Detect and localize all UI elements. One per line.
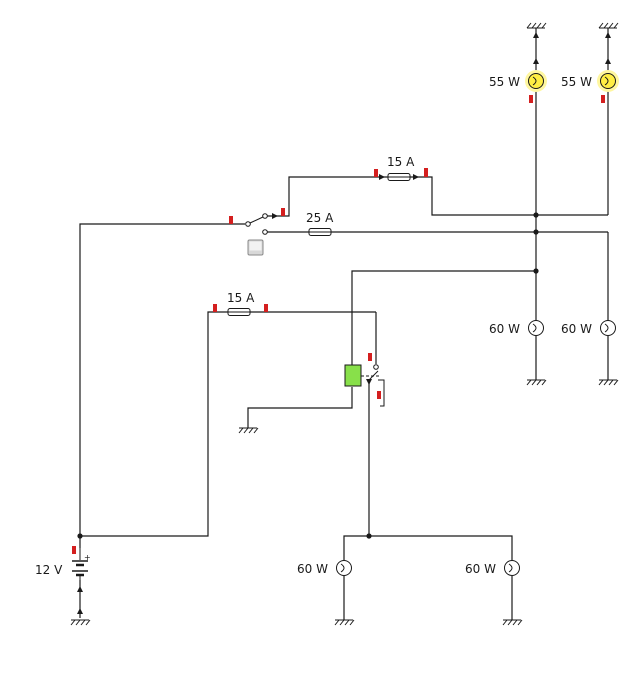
ground-symbol-icon <box>526 379 547 386</box>
lamp-headlight-2-label: 55 W <box>561 75 592 89</box>
junction-dot <box>533 229 539 235</box>
lamp-right-2-label: 60 W <box>561 322 592 336</box>
wire-coil-to-ground <box>247 387 353 428</box>
probe-tag[interactable] <box>213 304 217 312</box>
fuse-left-label: 15 A <box>227 291 255 305</box>
probe-tag[interactable] <box>368 353 372 361</box>
wire-battery-to-left-fuse <box>80 311 228 537</box>
relay-contact <box>373 364 379 370</box>
relay-contact-bracket <box>378 379 385 407</box>
probe-tag[interactable] <box>281 208 285 216</box>
lamp-bottom-1-label: 60 W <box>297 562 328 576</box>
switch-lever-icon <box>249 216 264 224</box>
battery[interactable]: + <box>72 548 91 582</box>
ground-symbol-icon <box>502 619 523 626</box>
battery-plus-sign: + <box>84 553 91 562</box>
ground-symbol-icon <box>526 22 547 29</box>
arrow-up-icon <box>533 58 539 64</box>
push-button-highlight <box>249 241 262 251</box>
lamp-filament-icon <box>532 76 537 86</box>
probe-tag[interactable] <box>377 391 381 399</box>
ground-symbol-icon <box>238 427 259 434</box>
lamp-filament-icon <box>508 563 513 573</box>
wire-bottom-bus <box>343 535 513 561</box>
arrow-up-icon <box>533 32 539 38</box>
probe-tag[interactable] <box>374 169 378 177</box>
lamp-bottom-2[interactable] <box>504 560 520 576</box>
junction-dot <box>366 533 372 539</box>
switch-pivot <box>245 221 251 227</box>
probe-tag[interactable] <box>229 216 233 224</box>
junction-dot <box>77 533 83 539</box>
lamp-filament-icon <box>604 323 609 333</box>
fuse-left[interactable] <box>227 308 251 316</box>
wire-top-fuse-to-headlights <box>410 176 608 216</box>
lamp-filament-icon <box>340 563 345 573</box>
fuse-top-label: 15 A <box>387 155 415 169</box>
junction-dot <box>533 212 539 218</box>
wire-coil-feed <box>351 270 536 365</box>
relay[interactable] <box>344 364 385 407</box>
lamp-filament-icon <box>604 76 609 86</box>
current-arrows <box>77 32 611 614</box>
ground-symbol-icon <box>598 379 619 386</box>
arrow-up-icon <box>77 586 83 592</box>
arrow-right-icon <box>379 174 385 180</box>
lamp-bottom-1[interactable] <box>336 560 352 576</box>
lamp-headlight-2[interactable] <box>597 70 619 92</box>
lamp-bottom-2-label: 60 W <box>465 562 496 576</box>
fuse-mid-label: 25 A <box>306 211 334 225</box>
ground-symbol-icon <box>334 619 355 626</box>
probe-tag[interactable] <box>72 546 76 554</box>
relay-contact-lever-icon <box>368 370 379 381</box>
switch-contact-top <box>262 213 268 219</box>
battery-label: 12 V <box>35 563 63 577</box>
probe-tags <box>72 95 605 554</box>
probe-tag[interactable] <box>601 95 605 103</box>
lamp-headlight-1-label: 55 W <box>489 75 520 89</box>
junction-dot <box>533 268 539 274</box>
wires <box>79 28 609 620</box>
junctions <box>77 212 539 539</box>
fuse-top[interactable] <box>387 173 411 181</box>
lamp-right-1[interactable] <box>528 320 544 336</box>
lamp-headlight-1[interactable] <box>525 70 547 92</box>
changeover-switch[interactable] <box>245 213 268 235</box>
arrow-down-icon <box>366 379 372 385</box>
lamp-right-2[interactable] <box>600 320 616 336</box>
probe-tag[interactable] <box>264 304 268 312</box>
arrow-right-icon <box>272 213 278 219</box>
labels: 55 W 55 W 15 A 25 A 15 A 60 W 60 W 60 W … <box>35 75 592 577</box>
arrow-up-icon <box>605 58 611 64</box>
probe-tag[interactable] <box>424 168 428 177</box>
lamp-right-1-label: 60 W <box>489 322 520 336</box>
push-button[interactable] <box>247 239 264 256</box>
arrow-up-icon <box>77 608 83 614</box>
relay-coil-icon <box>344 364 362 387</box>
fuse-mid[interactable] <box>308 228 332 236</box>
ground-symbol-icon <box>598 22 619 29</box>
probe-tag[interactable] <box>529 95 533 103</box>
ground-symbol-icon <box>70 619 91 626</box>
switch-contact-bottom <box>262 229 268 235</box>
arrow-up-icon <box>605 32 611 38</box>
lamp-filament-icon <box>532 323 537 333</box>
arrow-right-icon <box>413 174 419 180</box>
wire-battery-to-switch <box>79 223 245 548</box>
grounds <box>70 22 619 626</box>
